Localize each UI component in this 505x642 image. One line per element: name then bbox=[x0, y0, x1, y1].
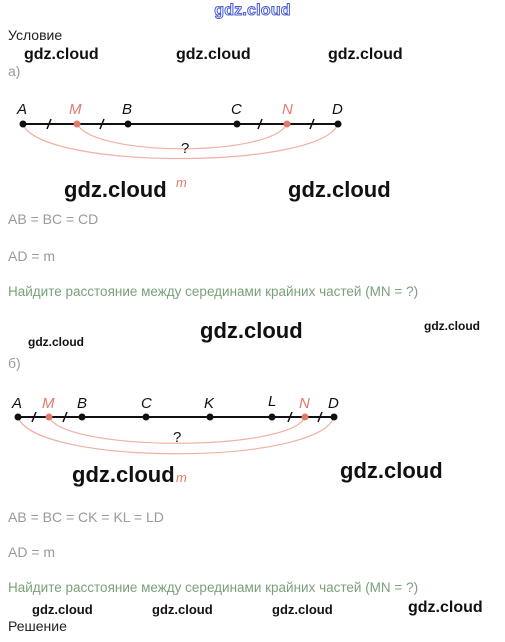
condition-a-1: AB = BC = CD bbox=[8, 211, 99, 227]
solution-heading: Решение bbox=[8, 618, 67, 634]
point-d bbox=[330, 413, 338, 421]
total-label: m bbox=[176, 470, 187, 485]
point-n bbox=[301, 413, 309, 421]
condition-heading: Условие bbox=[8, 27, 63, 43]
watermark: gdz.cloud bbox=[32, 602, 93, 617]
watermark: gdz.cloud bbox=[152, 602, 213, 617]
label-l: L bbox=[268, 393, 276, 410]
watermark: gdz.cloud bbox=[288, 177, 391, 202]
label-d: D bbox=[328, 395, 339, 412]
watermark: gdz.cloud bbox=[64, 177, 167, 202]
arc-ad bbox=[22, 123, 339, 160]
point-b bbox=[78, 413, 86, 421]
watermark: gdz.cloud bbox=[200, 318, 303, 343]
watermark: gdz.cloud bbox=[328, 46, 403, 63]
watermark: gdz.cloud bbox=[28, 335, 84, 349]
task-a: Найдите расстояние между серединами край… bbox=[8, 284, 419, 299]
label-m: M bbox=[69, 101, 82, 118]
condition-b-2: AD = m bbox=[8, 544, 56, 560]
point-l bbox=[268, 413, 276, 421]
question-mark: ? bbox=[173, 429, 181, 446]
condition-b-1: AB = BC = CK = KL = LD bbox=[8, 509, 164, 525]
arc-ad bbox=[17, 416, 335, 455]
task-b: Найдите расстояние между серединами край… bbox=[8, 580, 419, 595]
watermark: gdz.cloud bbox=[424, 319, 480, 333]
label-a: A bbox=[11, 395, 22, 412]
watermark: gdz.cloud bbox=[408, 599, 483, 616]
point-a bbox=[19, 120, 27, 128]
point-c bbox=[233, 120, 241, 128]
arc-mn bbox=[76, 123, 288, 150]
watermark: gdz.cloud bbox=[72, 462, 175, 487]
label-b: B bbox=[77, 395, 87, 412]
site-link[interactable]: gdz.cloud bbox=[214, 2, 291, 20]
watermark: gdz.cloud bbox=[176, 46, 251, 63]
watermark: gdz.cloud bbox=[272, 602, 333, 617]
arc-mn bbox=[48, 416, 306, 444]
watermark: gdz.cloud bbox=[340, 458, 443, 483]
point-a bbox=[14, 413, 22, 421]
point-m bbox=[73, 120, 81, 128]
point-b bbox=[124, 120, 132, 128]
point-k bbox=[206, 413, 214, 421]
condition-a-2: AD = m bbox=[8, 248, 56, 264]
label-a: A bbox=[16, 101, 27, 118]
watermark: gdz.cloud bbox=[24, 46, 99, 63]
label-k: K bbox=[204, 395, 215, 412]
label-d: D bbox=[332, 101, 343, 118]
part-a-label: а) bbox=[8, 63, 21, 79]
label-c: C bbox=[231, 101, 242, 118]
point-n bbox=[283, 120, 291, 128]
point-m bbox=[45, 413, 53, 421]
point-d bbox=[334, 120, 342, 128]
label-m: M bbox=[42, 395, 55, 412]
segment-diagram-b: A M B C K L N D ? m bbox=[11, 393, 339, 485]
label-n: N bbox=[299, 395, 310, 412]
part-b-label: б) bbox=[8, 355, 21, 371]
point-c bbox=[142, 413, 150, 421]
segment-diagram-a: A M B C N D ? m bbox=[16, 101, 343, 190]
question-mark: ? bbox=[181, 140, 189, 157]
label-b: B bbox=[122, 101, 132, 118]
label-c: C bbox=[141, 395, 152, 412]
label-n: N bbox=[282, 101, 293, 118]
total-label: m bbox=[176, 175, 187, 190]
